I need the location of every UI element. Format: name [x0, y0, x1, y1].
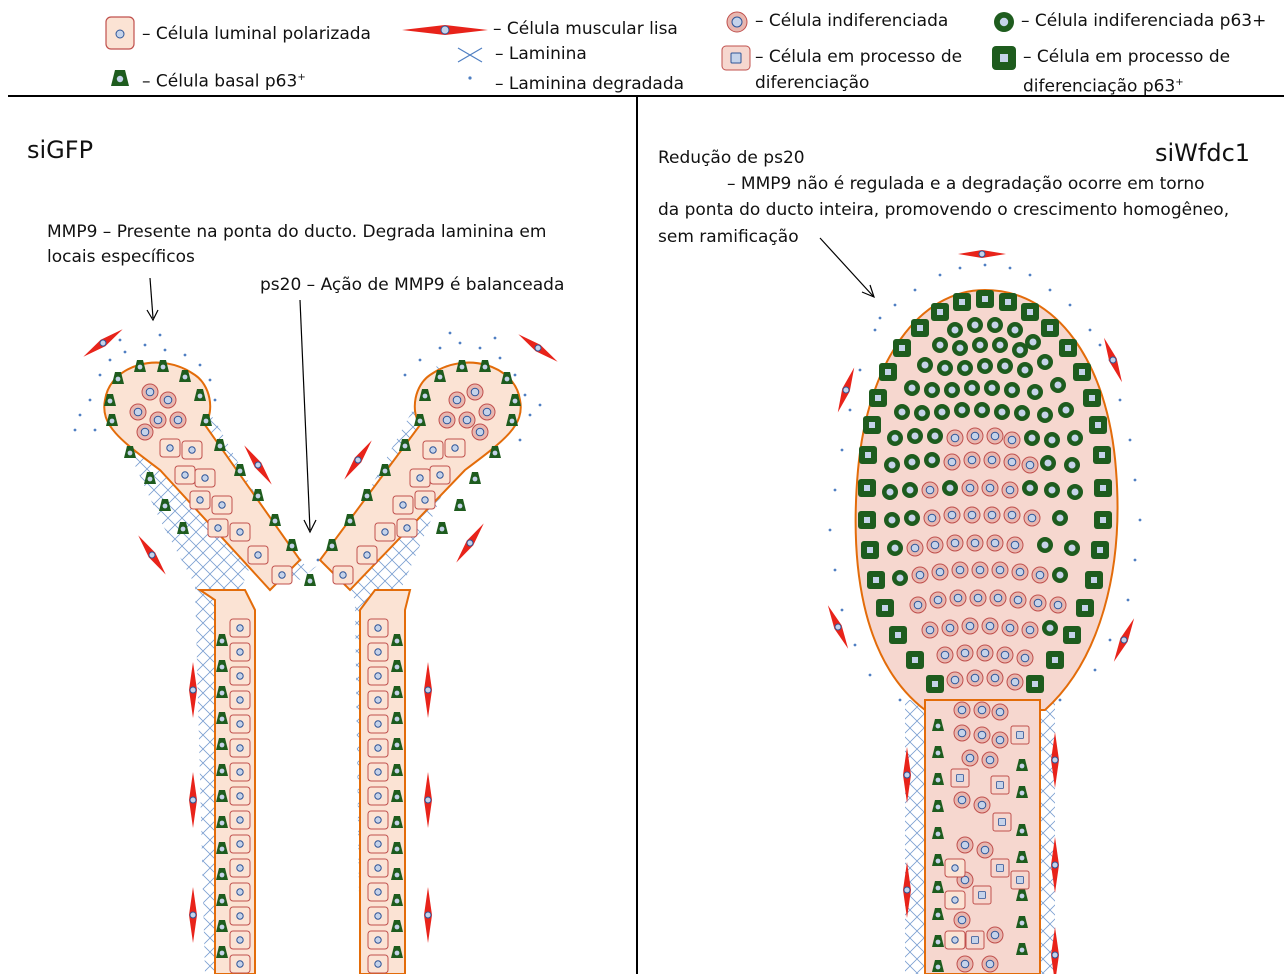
legend-differentiating-p63-icon [992, 46, 1016, 70]
legend-differentiating-icon [722, 46, 750, 70]
legend-laminin-label: – Laminina [495, 44, 587, 64]
legend-muscle-icon [402, 25, 488, 35]
legend-basal-sup: + [297, 72, 305, 83]
right-duct-stem [925, 700, 1040, 974]
legend-undifferentiated-icon [727, 12, 747, 32]
left-mmp9-note-2: locais específicos [47, 247, 195, 267]
left-ps20-note: ps20 – Ação de MMP9 é balanceada [260, 275, 564, 295]
right-note-3: da ponta do ducto inteira, promovendo o … [658, 200, 1229, 220]
legend-differentiating-p63-label-1: – Célula em processo de [1023, 47, 1230, 67]
legend-basal-label: – Célula basal p63+ [142, 68, 306, 92]
legend-degraded-laminin-icon [468, 76, 471, 79]
legend-differentiating-p63-label-2: diferenciação p63+ [1023, 73, 1184, 97]
right-note-4: sem ramificação [658, 227, 799, 247]
legend-undifferentiated-p63-label: – Célula indiferenciada p63+ [1021, 11, 1266, 31]
legend-differentiating-p63-text: diferenciação p63 [1023, 77, 1175, 97]
legend-luminal-label: – Célula luminal polarizada [142, 24, 371, 44]
legend-laminin-icon [458, 48, 482, 62]
legend-luminal-icon [106, 17, 134, 49]
left-panel-title: siGFP [27, 136, 93, 164]
right-note-1: Redução de ps20 [658, 148, 805, 168]
right-panel-title: siWfdc1 [1155, 139, 1250, 167]
legend-differentiating-p63-sup: + [1175, 77, 1183, 88]
legend-undifferentiated-p63-icon [994, 12, 1014, 32]
legend-muscle-label: – Célula muscular lisa [493, 19, 678, 39]
left-duct-stem-right [360, 590, 410, 974]
legend-differentiating-label-2: diferenciação [755, 73, 869, 93]
legend-differentiating-label-1: – Célula em processo de [755, 47, 962, 67]
legend-degraded-laminin-label: – Laminina degradada [495, 74, 684, 94]
legend-basal-icon [111, 70, 129, 86]
legend-basal-text: – Célula basal p63 [142, 72, 297, 92]
left-mmp9-note-1: MMP9 – Presente na ponta do ducto. Degra… [47, 222, 546, 242]
right-annotation-arrow [820, 238, 874, 297]
right-note-2: – MMP9 não é regulada e a degradação oco… [727, 174, 1205, 194]
legend-undifferentiated-label: – Célula indiferenciada [755, 11, 948, 31]
